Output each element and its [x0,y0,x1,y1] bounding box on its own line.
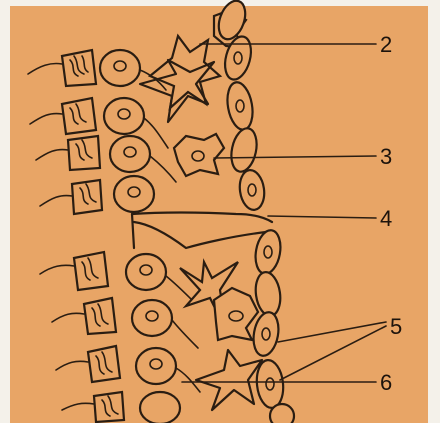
label-6: 6 [380,370,392,395]
label-3: 3 [380,144,392,169]
label-4: 4 [380,206,392,231]
label-2: 2 [380,32,392,57]
label-5: 5 [390,314,402,339]
granule-cell [174,134,224,176]
